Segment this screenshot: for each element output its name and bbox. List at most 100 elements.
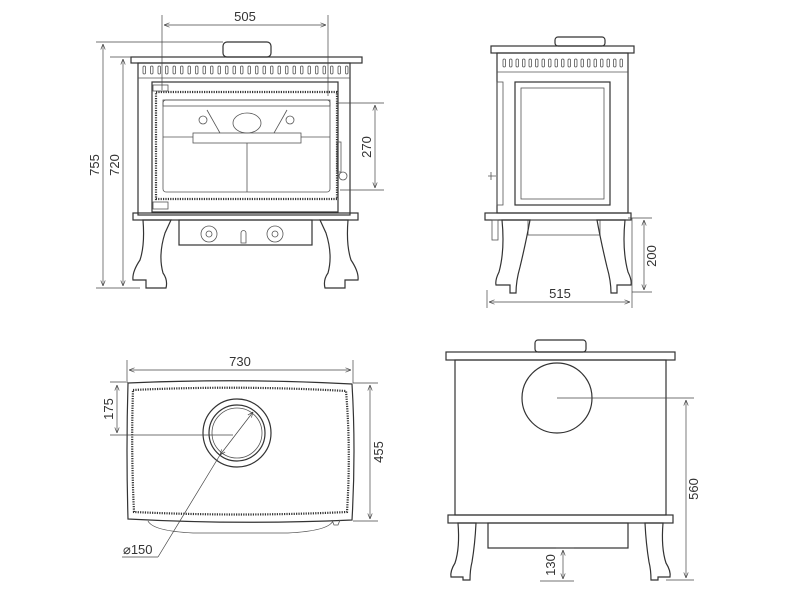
dim-top-width: 730: [229, 354, 251, 369]
front-lip: [147, 520, 334, 534]
door-gasket: [154, 90, 339, 201]
dim-flue-diameter: ⌀150: [123, 542, 153, 557]
frieze-ornament: [232, 65, 236, 75]
top-view: 730 175 455 ⌀150: [101, 354, 386, 558]
door: [151, 81, 339, 213]
frieze-ornament: [606, 58, 610, 68]
frieze-ornament: [172, 65, 176, 75]
dim-drawer-clearance: 130: [543, 554, 558, 576]
leg-rear-side: [596, 219, 632, 294]
frieze-ornament: [187, 65, 191, 75]
base-plate-rear: [447, 514, 674, 524]
decorative-frieze: [142, 65, 349, 75]
frieze-ornament: [528, 58, 532, 68]
frieze-ornament: [217, 65, 221, 75]
dim-top-depth: 455: [371, 441, 386, 463]
frieze-ornament: [580, 58, 584, 68]
frieze-ornament: [345, 65, 349, 75]
frieze-ornament: [574, 58, 578, 68]
flue-opening: [211, 407, 263, 459]
front-view: 505 755 720 270: [87, 9, 384, 289]
top-plate-rear: [445, 351, 676, 361]
frieze-ornament: [202, 65, 206, 75]
dim-front-width: 505: [234, 9, 256, 24]
frieze-ornament: [330, 65, 334, 75]
frieze-ornament: [509, 58, 513, 68]
dim-leg-height: 200: [644, 245, 659, 267]
air-control-right-icon: [266, 225, 284, 243]
flue-collar-rear: [534, 339, 587, 353]
leg-left: [132, 219, 172, 289]
frieze-ornament: [262, 65, 266, 75]
flue-collar-side: [554, 36, 606, 47]
stove-body: [137, 62, 351, 216]
frieze-ornament: [567, 58, 571, 68]
frieze-ornament: [535, 58, 539, 68]
door-knob-side: [488, 172, 496, 180]
base-plate-side: [484, 212, 632, 221]
frieze-ornament: [255, 65, 259, 75]
side-body: [496, 52, 629, 214]
frieze-ornament: [541, 58, 545, 68]
frieze-ornament: [613, 58, 617, 68]
riddler-handle: [240, 230, 247, 244]
dim-total-height: 755: [87, 154, 102, 176]
baffle: [192, 132, 302, 144]
frieze-ornament: [157, 65, 161, 75]
dim-body-height: 720: [107, 154, 122, 176]
frieze-ornament: [554, 58, 558, 68]
top-plate-outline: [126, 380, 355, 523]
leg-right: [319, 219, 359, 289]
rear-view: 560 130: [445, 339, 701, 582]
top-plate-side: [490, 45, 635, 54]
frieze-ornament: [619, 58, 623, 68]
side-view: 515 200: [484, 36, 659, 308]
flue-collar: [222, 41, 272, 58]
air-control-left-icon: [200, 225, 218, 243]
frieze-ornament: [180, 65, 184, 75]
frieze-ornament: [561, 58, 565, 68]
frieze-ornament: [142, 65, 146, 75]
frieze-ornament: [240, 65, 244, 75]
ash-drawer-rear: [487, 522, 629, 549]
frieze-ornament: [165, 65, 169, 75]
frieze-ornament: [522, 58, 526, 68]
dim-rear-flue-height: 560: [686, 478, 701, 500]
frieze-ornament: [502, 58, 506, 68]
frieze-ornament: [600, 58, 604, 68]
side-panel: [514, 81, 611, 206]
frieze-ornament: [315, 65, 319, 75]
dim-glass-height: 270: [359, 136, 374, 158]
frieze-ornament: [337, 65, 341, 75]
top-plate-bead: [131, 386, 350, 516]
frieze-ornament: [195, 65, 199, 75]
frieze-ornament: [285, 65, 289, 75]
frieze-ornament: [322, 65, 326, 75]
frieze-ornament: [292, 65, 296, 75]
frieze-ornament: [270, 65, 274, 75]
top-plate: [130, 56, 363, 64]
frieze-ornament: [277, 65, 281, 75]
leg-front-side: [495, 219, 531, 294]
air-vent: [232, 112, 262, 134]
leg-left-rear: [450, 522, 477, 581]
frieze-ornament: [247, 65, 251, 75]
dim-flue-offset: 175: [101, 398, 116, 420]
door-handle: [336, 141, 342, 173]
base-plate: [132, 212, 359, 221]
flue-outer-ring: [202, 398, 272, 468]
glass-panel: [162, 99, 331, 193]
frieze-ornament: [587, 58, 591, 68]
frieze-ornament: [225, 65, 229, 75]
ash-drawer: [178, 219, 313, 246]
frieze-ornament: [515, 58, 519, 68]
frieze-ornament: [307, 65, 311, 75]
dim-side-depth: 515: [549, 286, 571, 301]
frieze-ornament: [593, 58, 597, 68]
leg-right-rear: [644, 522, 671, 581]
frieze-ornament: [300, 65, 304, 75]
frieze-ornament: [548, 58, 552, 68]
frieze-ornament: [150, 65, 154, 75]
